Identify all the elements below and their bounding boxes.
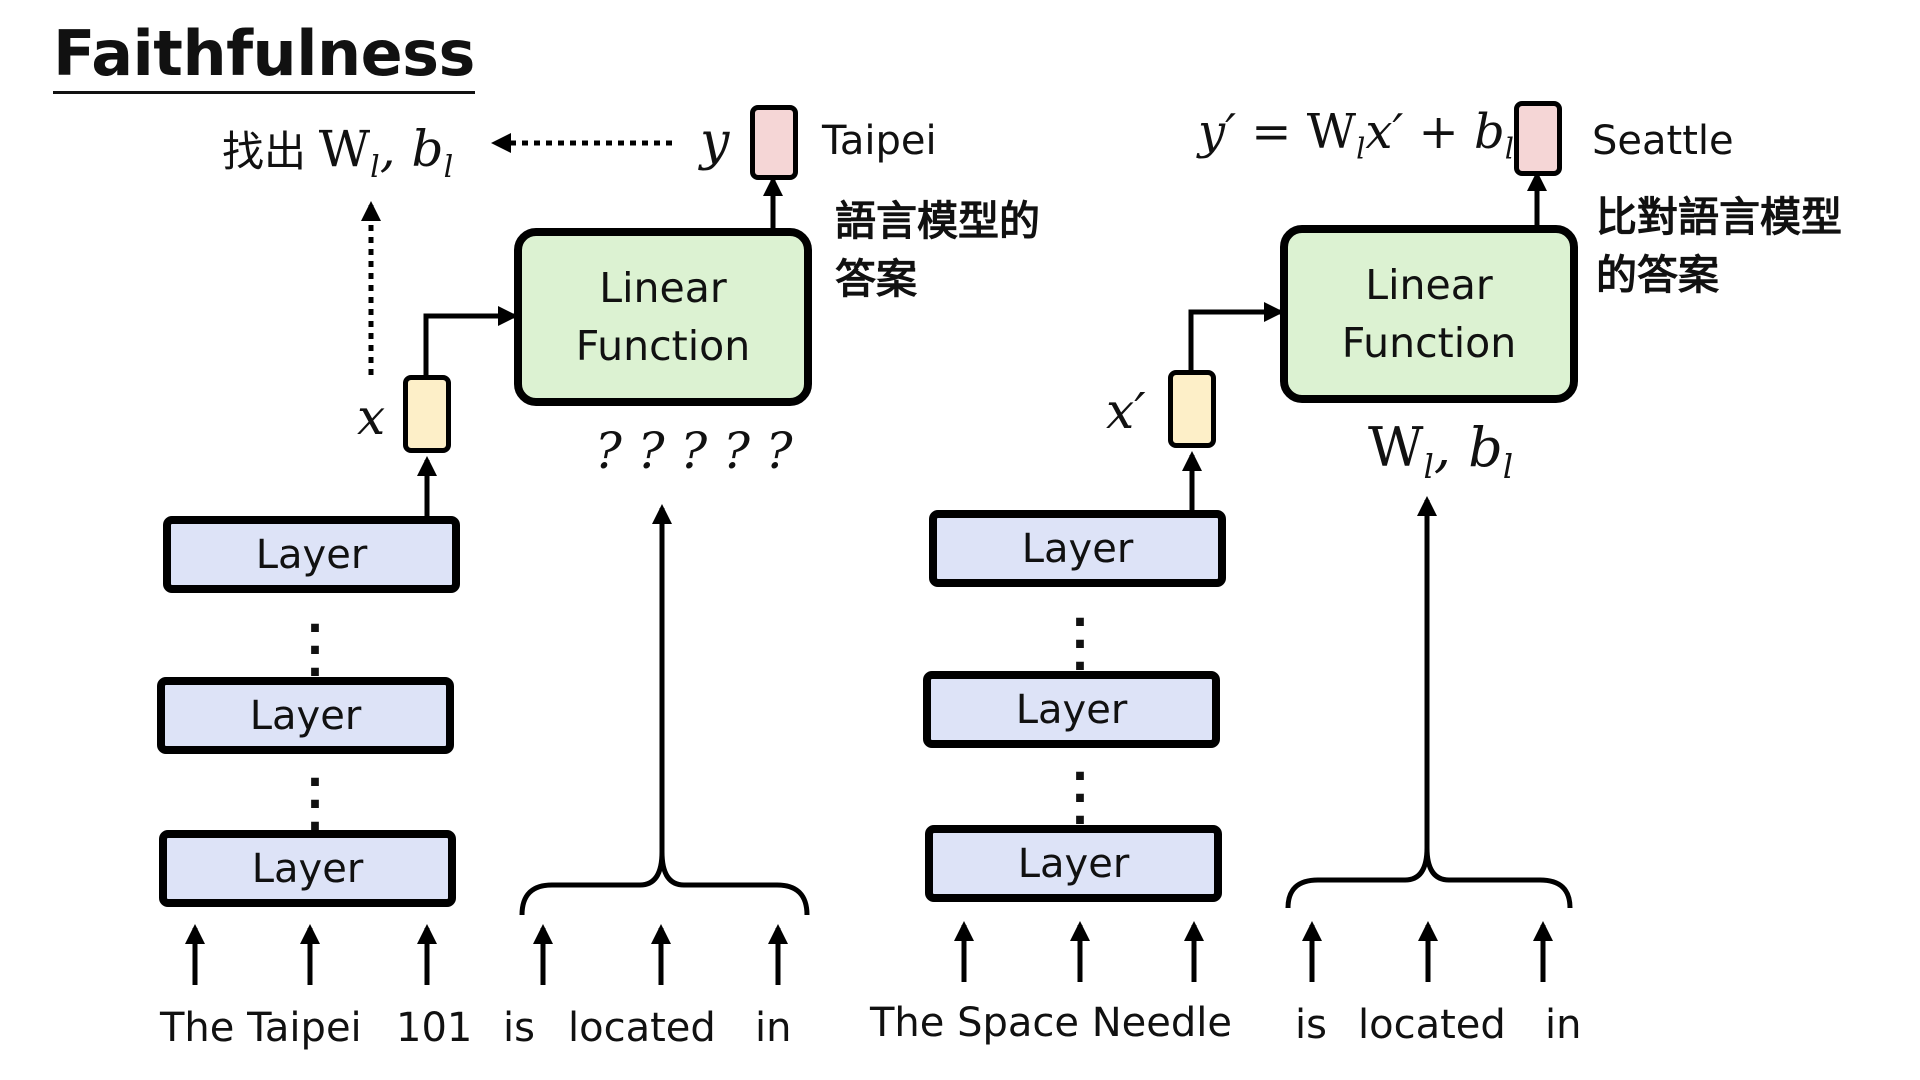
find-params: Wl, bl xyxy=(318,120,454,185)
brace-left xyxy=(519,851,810,916)
found-b: b xyxy=(1468,416,1503,479)
output-vector-y-prime xyxy=(1514,101,1562,176)
eq-b: b xyxy=(1474,104,1505,160)
token: in xyxy=(755,1005,792,1051)
unknown-params: ? ? ? ? ? xyxy=(595,422,793,480)
linear-function-title: Linear xyxy=(1365,260,1493,309)
hidden-vector-x xyxy=(403,375,451,453)
compare-answer-note-line1: 比對語言模型 xyxy=(1596,193,1842,241)
x-prime-label: x′ xyxy=(1106,382,1146,440)
layer-box: Layer xyxy=(929,510,1226,587)
brace-right xyxy=(1285,847,1573,909)
ellipsis-vertical: ··· xyxy=(306,603,324,698)
y-label: y xyxy=(700,112,730,172)
equation: y′ = Wlx′ + bl xyxy=(1198,104,1514,166)
found-w-sub: l xyxy=(1423,447,1434,486)
hidden-vector-x-prime xyxy=(1168,370,1216,448)
found-w: W xyxy=(1368,416,1424,479)
find-w: W xyxy=(318,120,371,178)
output-vector-y xyxy=(750,105,798,180)
layer-box: Layer xyxy=(159,830,456,907)
model-answer-note-line1: 語言模型的 xyxy=(835,197,1040,245)
compare-answer-note-line2: 的答案 xyxy=(1596,251,1719,300)
token: in xyxy=(1545,1002,1582,1048)
found-b-sub: l xyxy=(1502,447,1514,486)
eq-plus: + xyxy=(1403,104,1475,160)
find-text: 找出 xyxy=(222,127,307,176)
ellipsis-vertical: ··· xyxy=(306,757,324,852)
linear-function-subtitle: Function xyxy=(1341,319,1517,367)
find-w-sub: l xyxy=(370,150,380,185)
answer-taipei: Taipei xyxy=(822,118,937,164)
page-title: Faithfulness xyxy=(53,18,475,95)
token: is xyxy=(1295,1002,1327,1048)
answer-seattle: Seattle xyxy=(1592,118,1734,164)
arrow-x-to-function-right xyxy=(1188,302,1284,370)
eq-y: y′ xyxy=(1198,104,1237,160)
compare-answer-note: 比對語言模型 的答案 xyxy=(1596,188,1842,304)
found-params: Wl, bl xyxy=(1368,416,1514,486)
token: located xyxy=(568,1005,716,1051)
token: is xyxy=(503,1005,535,1051)
find-b: b xyxy=(411,120,444,178)
token: located xyxy=(1358,1002,1506,1048)
token: 101 xyxy=(396,1005,473,1051)
x-label: x xyxy=(357,388,386,446)
find-b-sub: l xyxy=(443,150,454,185)
layer-box: Layer xyxy=(157,677,454,754)
token: The Taipei xyxy=(160,1005,362,1051)
layer-box: Layer xyxy=(923,671,1220,748)
layer-box: Layer xyxy=(163,516,460,593)
eq-equals: = xyxy=(1236,104,1307,160)
eq-b-sub: l xyxy=(1504,131,1514,166)
arrow-x-to-function-left xyxy=(423,306,518,375)
eq-x: x′ xyxy=(1365,104,1404,160)
ellipsis-vertical: ··· xyxy=(1071,751,1089,846)
eq-w-sub: l xyxy=(1356,131,1366,166)
linear-function-box-left: Linear Function xyxy=(514,228,812,406)
model-answer-note-line2: 答案 xyxy=(835,255,917,304)
linear-function-title: Linear xyxy=(599,263,727,312)
linear-function-subtitle: Function xyxy=(575,322,751,370)
token: The Space Needle xyxy=(870,1000,1232,1046)
find-label: 找出 Wl, bl xyxy=(222,118,453,185)
model-answer-note: 語言模型的 答案 xyxy=(835,192,1040,308)
layer-box: Layer xyxy=(925,825,1222,902)
eq-w: W xyxy=(1306,104,1357,160)
ellipsis-vertical: ··· xyxy=(1071,597,1089,692)
linear-function-box-right: Linear Function xyxy=(1280,225,1578,403)
